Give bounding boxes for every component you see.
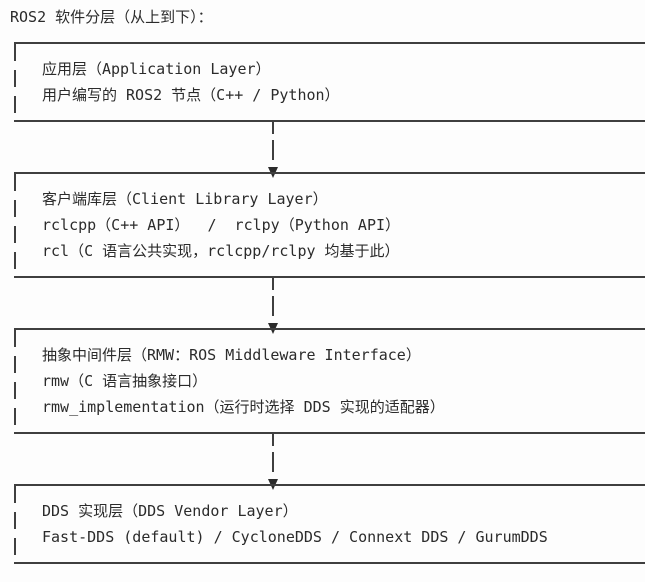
box-line: rcl（C 语言公共实现，rclcpp/rclpy 均基于此） [42, 242, 400, 260]
box-rmw-abstraction-layer: 抽象中间件层（RMW：ROS Middleware Interface） rmw… [14, 328, 645, 434]
box-line: rclcpp（C++ API） / rclpy（Python API） [42, 216, 401, 234]
connector-dashed-line [272, 434, 274, 474]
down-arrow-connector [0, 278, 645, 334]
down-arrow-connector [0, 434, 645, 490]
page-title: ROS2 软件分层（从上到下）： [10, 8, 213, 26]
box-application-layer: 应用层（Application Layer） 用户编写的 ROS2 节点（C++… [14, 42, 645, 122]
box-line: 应用层（Application Layer） [42, 60, 271, 78]
box-line: rmw_implementation（运行时选择 DDS 实现的适配器） [42, 398, 445, 416]
box-line: DDS 实现层（DDS Vendor Layer） [42, 502, 298, 520]
box-line: rmw（C 语言抽象接口） [42, 372, 208, 390]
box-line: 客户端库层（Client Library Layer） [42, 190, 328, 208]
box-line: 用户编写的 ROS2 节点（C++ / Python） [42, 86, 340, 104]
connector-dashed-line [272, 122, 274, 162]
box-client-library-layer: 客户端库层（Client Library Layer） rclcpp（C++ A… [14, 172, 645, 278]
box-dds-vendor-layer: DDS 实现层（DDS Vendor Layer） Fast-DDS (defa… [14, 484, 645, 564]
box-line: Fast-DDS (default) / CycloneDDS / Connex… [42, 528, 548, 546]
box-line: 抽象中间件层（RMW：ROS Middleware Interface） [42, 346, 421, 364]
down-arrow-connector [0, 122, 645, 178]
ros2-layer-diagram: ROS2 软件分层（从上到下）： 应用层（Application Layer） … [0, 4, 645, 564]
connector-dashed-line [272, 278, 274, 318]
